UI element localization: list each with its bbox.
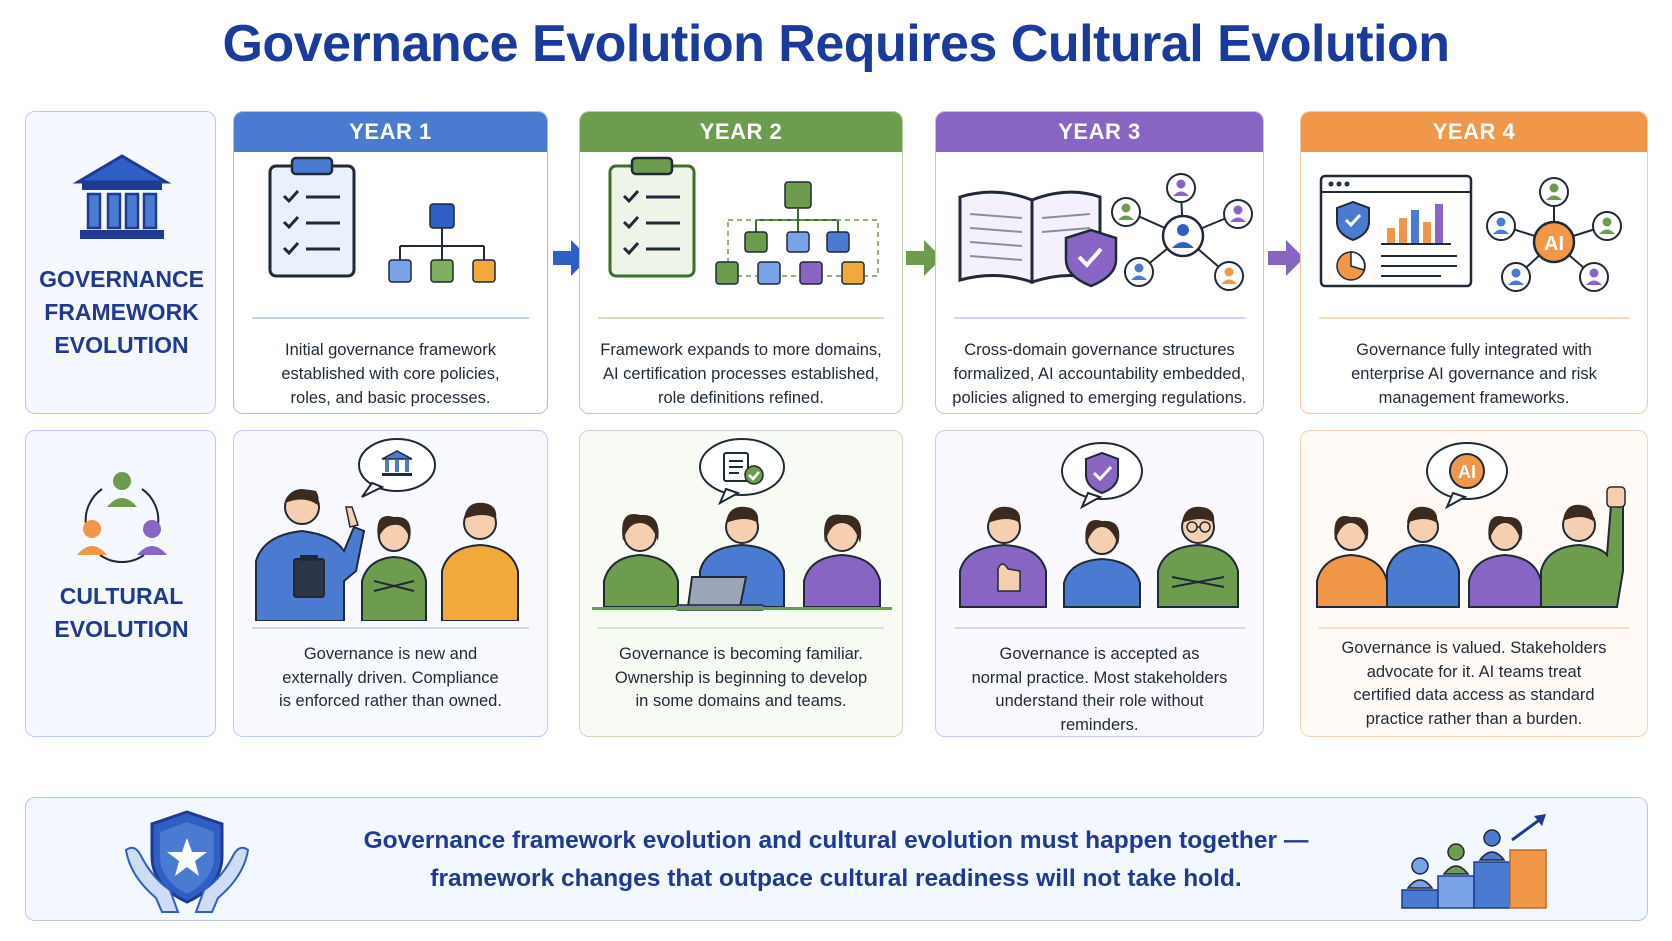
framework-label-line: EVOLUTION — [54, 332, 189, 358]
culture-row-label: CULTURAL EVOLUTION — [25, 430, 216, 737]
desc-line: formalized, AI accountability embedded, — [953, 365, 1246, 383]
summary-message: Governance framework evolution and cultu… — [286, 822, 1386, 898]
card-divider — [1319, 627, 1629, 629]
year-4-culture-description: Governance is valued. Stakeholders advoc… — [1311, 637, 1637, 731]
year-2-heading: YEAR 2 — [580, 112, 902, 152]
desc-line: Governance is accepted as — [999, 645, 1200, 663]
desc-line: Governance is valued. Stakeholders — [1341, 639, 1607, 657]
shield-hands-icon — [122, 806, 252, 919]
card-divider — [954, 317, 1245, 319]
checklist-icon — [723, 452, 764, 485]
ai-badge: AI — [1458, 462, 1476, 482]
year-1-culture-card: Governance is new and externally driven.… — [233, 430, 548, 737]
team-valuing-illustration: AI — [1301, 431, 1647, 621]
desc-line: Governance is new and — [303, 645, 478, 663]
culture-label-line: EVOLUTION — [54, 616, 189, 642]
year-2-culture-description: Governance is becoming familiar. Ownersh… — [590, 643, 892, 714]
card-divider — [252, 627, 529, 629]
summary-line: framework changes that outpace cultural … — [430, 865, 1242, 892]
year-2-framework-card: YEAR 2 Framework expands — [579, 111, 903, 414]
desc-line: Governance is becoming familiar. — [619, 645, 863, 663]
year-1-heading: YEAR 1 — [234, 112, 547, 152]
year-3-culture-card: Governance is accepted as normal practic… — [935, 430, 1264, 737]
desc-line: Governance fully integrated with — [1356, 341, 1592, 359]
culture-label-line: CULTURAL — [59, 583, 184, 609]
year-4-framework-card: YEAR 4 AI — [1300, 111, 1648, 414]
desc-line: practice rather than a burden. — [1365, 709, 1583, 728]
summary-line: Governance framework evolution and cultu… — [363, 827, 1309, 854]
framework-label-line: GOVERNANCE — [39, 266, 204, 292]
year-1-culture-description: Governance is new and externally driven.… — [244, 643, 537, 714]
year-2-framework-description: Framework expands to more domains, AI ce… — [590, 338, 892, 410]
desc-line: reminders. — [1060, 715, 1139, 734]
framework-label-line: FRAMEWORK — [44, 299, 199, 325]
desc-line: is enforced rather than owned. — [279, 692, 502, 710]
dashboard-ai-network-icon: AI — [1301, 152, 1647, 302]
desc-line: roles, and basic processes. — [290, 389, 491, 407]
desc-line: role definitions refined. — [657, 389, 824, 407]
desc-line: understand their role without — [995, 692, 1204, 710]
desc-line: normal practice. Most stakeholders — [971, 668, 1228, 687]
desc-line: enterprise AI governance and risk — [1351, 365, 1597, 383]
year-3-framework-description: Cross-domain governance structures forma… — [946, 338, 1253, 410]
card-divider — [252, 317, 529, 319]
card-divider — [598, 627, 884, 629]
year-3-heading: YEAR 3 — [936, 112, 1263, 152]
desc-line: in some domains and teams. — [635, 692, 847, 710]
year-4-heading: YEAR 4 — [1301, 112, 1647, 152]
desc-line: policies aligned to emerging regulations… — [952, 389, 1247, 407]
arrow-right-icon — [1266, 228, 1306, 293]
year-2-culture-card: Governance is becoming familiar. Ownersh… — [579, 430, 903, 737]
year-3-culture-description: Governance is accepted as normal practic… — [946, 643, 1253, 736]
team-cycle-icon — [26, 467, 217, 572]
desc-line: management frameworks. — [1378, 389, 1570, 407]
year-1-framework-description: Initial governance framework established… — [244, 338, 537, 410]
team-collaborating-illustration — [580, 431, 902, 621]
card-divider — [598, 317, 884, 319]
card-divider — [954, 627, 1245, 629]
desc-line: Cross-domain governance structures — [964, 341, 1235, 359]
framework-row-label: GOVERNANCE FRAMEWORK EVOLUTION — [25, 111, 216, 414]
year-4-framework-description: Governance fully integrated with enterpr… — [1311, 338, 1637, 410]
institution-icon — [26, 152, 217, 249]
desc-line: Ownership is beginning to develop — [614, 668, 868, 687]
year-4-culture-card: AI Governance is valued. Stakeholders ad… — [1300, 430, 1648, 737]
desc-line: Initial governance framework — [285, 341, 496, 359]
desc-line: Framework expands to more domains, — [600, 341, 882, 359]
arrow-right-icon — [904, 228, 944, 293]
year-1-framework-card: YEAR 1 Initial governance framework esta… — [233, 111, 548, 414]
policy-book-network-icon — [936, 152, 1263, 302]
growth-steps-icon — [1394, 806, 1564, 919]
desc-line: externally driven. Compliance — [282, 668, 499, 687]
institution-icon — [381, 450, 413, 476]
page-title: Governance Evolution Requires Cultural E… — [222, 15, 1450, 73]
year-3-framework-card: YEAR 3 — [935, 111, 1264, 414]
ai-badge: AI — [1544, 233, 1564, 255]
team-accepting-illustration — [936, 431, 1263, 621]
team-instructed-illustration — [234, 431, 547, 622]
checklist-expanded-org-chart-icon — [580, 152, 902, 302]
desc-line: AI certification processes established, — [602, 365, 880, 383]
shield-check-icon — [1085, 451, 1119, 495]
checklist-org-chart-icon — [234, 152, 547, 302]
card-divider — [1319, 317, 1629, 319]
desc-line: advocate for it. AI teams treat — [1366, 662, 1582, 681]
desc-line: established with core policies, — [281, 365, 500, 383]
desc-line: certified data access as standard — [1353, 686, 1595, 704]
summary-banner: Governance framework evolution and cultu… — [25, 797, 1648, 921]
